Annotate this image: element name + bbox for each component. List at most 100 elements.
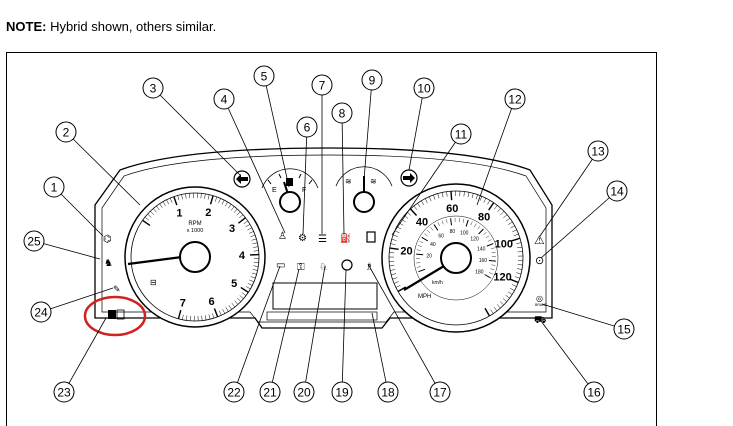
mph-tick: [479, 196, 483, 201]
tach-tick: [245, 286, 251, 290]
mph-tick: [512, 229, 517, 233]
mph-tick: [510, 287, 515, 291]
tach-tick: [250, 276, 256, 279]
kmh-tick: [424, 233, 428, 237]
callout-15: 15: [613, 318, 635, 340]
mph-tick: [500, 211, 505, 215]
leader-line: [371, 312, 389, 393]
fuel-gauge: E F: [261, 168, 319, 213]
leader-line: [540, 320, 595, 393]
fuel-door-icon: [108, 309, 125, 320]
charge-icon: ⊟: [150, 278, 157, 287]
callout-14: 14: [606, 180, 628, 202]
mph-tick: [475, 194, 478, 200]
kmh-tick: [483, 231, 487, 235]
cluster-housing-inner: [101, 154, 547, 323]
kmh-tick: [430, 227, 434, 231]
mph-tick-label: 60: [446, 203, 458, 215]
mph-tick: [484, 307, 491, 317]
tach-tick-label: 6: [209, 296, 215, 308]
mph-tick: [496, 304, 501, 309]
callout-4: 4: [213, 88, 235, 110]
mph-tick: [511, 284, 517, 287]
callout-20: 20: [293, 381, 315, 403]
kmh-tick: [427, 230, 431, 234]
leader-line: [302, 126, 308, 235]
tach-tick: [225, 307, 229, 312]
callout-8: 8: [331, 102, 353, 124]
cold-icon: ≋: [345, 177, 352, 186]
callout-1: 1: [43, 176, 65, 198]
tach-tick: [228, 305, 232, 310]
mph-tick: [503, 214, 508, 219]
tach-tick: [204, 315, 207, 321]
callout-5: 5: [253, 65, 275, 87]
callout-label: 10: [417, 82, 431, 96]
kmh-tick: [416, 253, 424, 256]
mph-tick: [516, 242, 522, 244]
leader-line: [263, 75, 290, 188]
tach-tick: [173, 196, 178, 206]
kmh-tick: [488, 272, 493, 275]
kmh-tick-label: 160: [479, 258, 488, 264]
mph-tick: [392, 277, 398, 280]
callout-3: 3: [142, 77, 164, 99]
kmh-tick: [416, 262, 421, 264]
mph-tick: [395, 285, 401, 288]
fuel-door-highlight: [83, 295, 147, 337]
tach-tick: [237, 298, 241, 302]
kmh-tick: [465, 219, 469, 227]
mph-tick-label: 40: [416, 216, 428, 228]
callout-label: 23: [57, 386, 71, 400]
callout-10: 10: [413, 77, 435, 99]
mph-tick: [433, 194, 436, 200]
tach-needle: [127, 255, 183, 266]
tach-tick: [253, 246, 259, 248]
mph-tick-label: 120: [493, 271, 511, 283]
tach-tick: [248, 231, 254, 234]
mph-tick: [391, 273, 397, 276]
kmh-tick: [477, 225, 481, 230]
callout-label: 8: [339, 107, 346, 121]
cluster-housing: [94, 147, 553, 329]
mph-tick: [407, 211, 412, 216]
kmh-tick: [418, 268, 426, 273]
leader-line: [233, 265, 281, 393]
kmh-tick: [485, 235, 490, 239]
callout-label: 4: [221, 93, 228, 107]
temperature-gauge: ≋ ≋: [335, 166, 393, 213]
tach-tick: [142, 219, 151, 227]
tach-tick-label: 2: [205, 207, 211, 219]
tach-tick: [241, 292, 247, 296]
mph-tick: [467, 192, 470, 198]
tach-title: RPM: [188, 221, 201, 227]
callout-numbers: 1234567891011121314151617181920212223242…: [23, 65, 635, 403]
callout-16: 16: [583, 381, 605, 403]
unit-kmh: km/h: [432, 280, 443, 286]
mph-tick: [441, 192, 444, 198]
tach-tick: [253, 265, 259, 267]
callout-label: 11: [455, 128, 468, 142]
tach-tick: [247, 283, 253, 286]
mph-tick: [502, 298, 507, 302]
leader-line: [40, 287, 114, 313]
leader-line: [269, 268, 300, 393]
tach-tick: [251, 272, 257, 275]
hot-icon: ≋: [370, 177, 377, 186]
tach-hub: [179, 241, 211, 273]
leader-line: [367, 263, 441, 393]
kmh-tick: [487, 239, 492, 242]
mph-tick: [517, 246, 523, 249]
tach-tick-label: 5: [231, 278, 237, 290]
leader-line: [152, 87, 241, 176]
kmh-tick: [446, 219, 448, 224]
kmh-tick-label: 120: [470, 236, 479, 242]
tach-tick: [181, 194, 183, 200]
kmh-tick: [441, 220, 444, 225]
mph-tick: [483, 197, 487, 203]
engine-icon: ⚙: [298, 233, 307, 244]
callout-13: 13: [587, 140, 609, 162]
